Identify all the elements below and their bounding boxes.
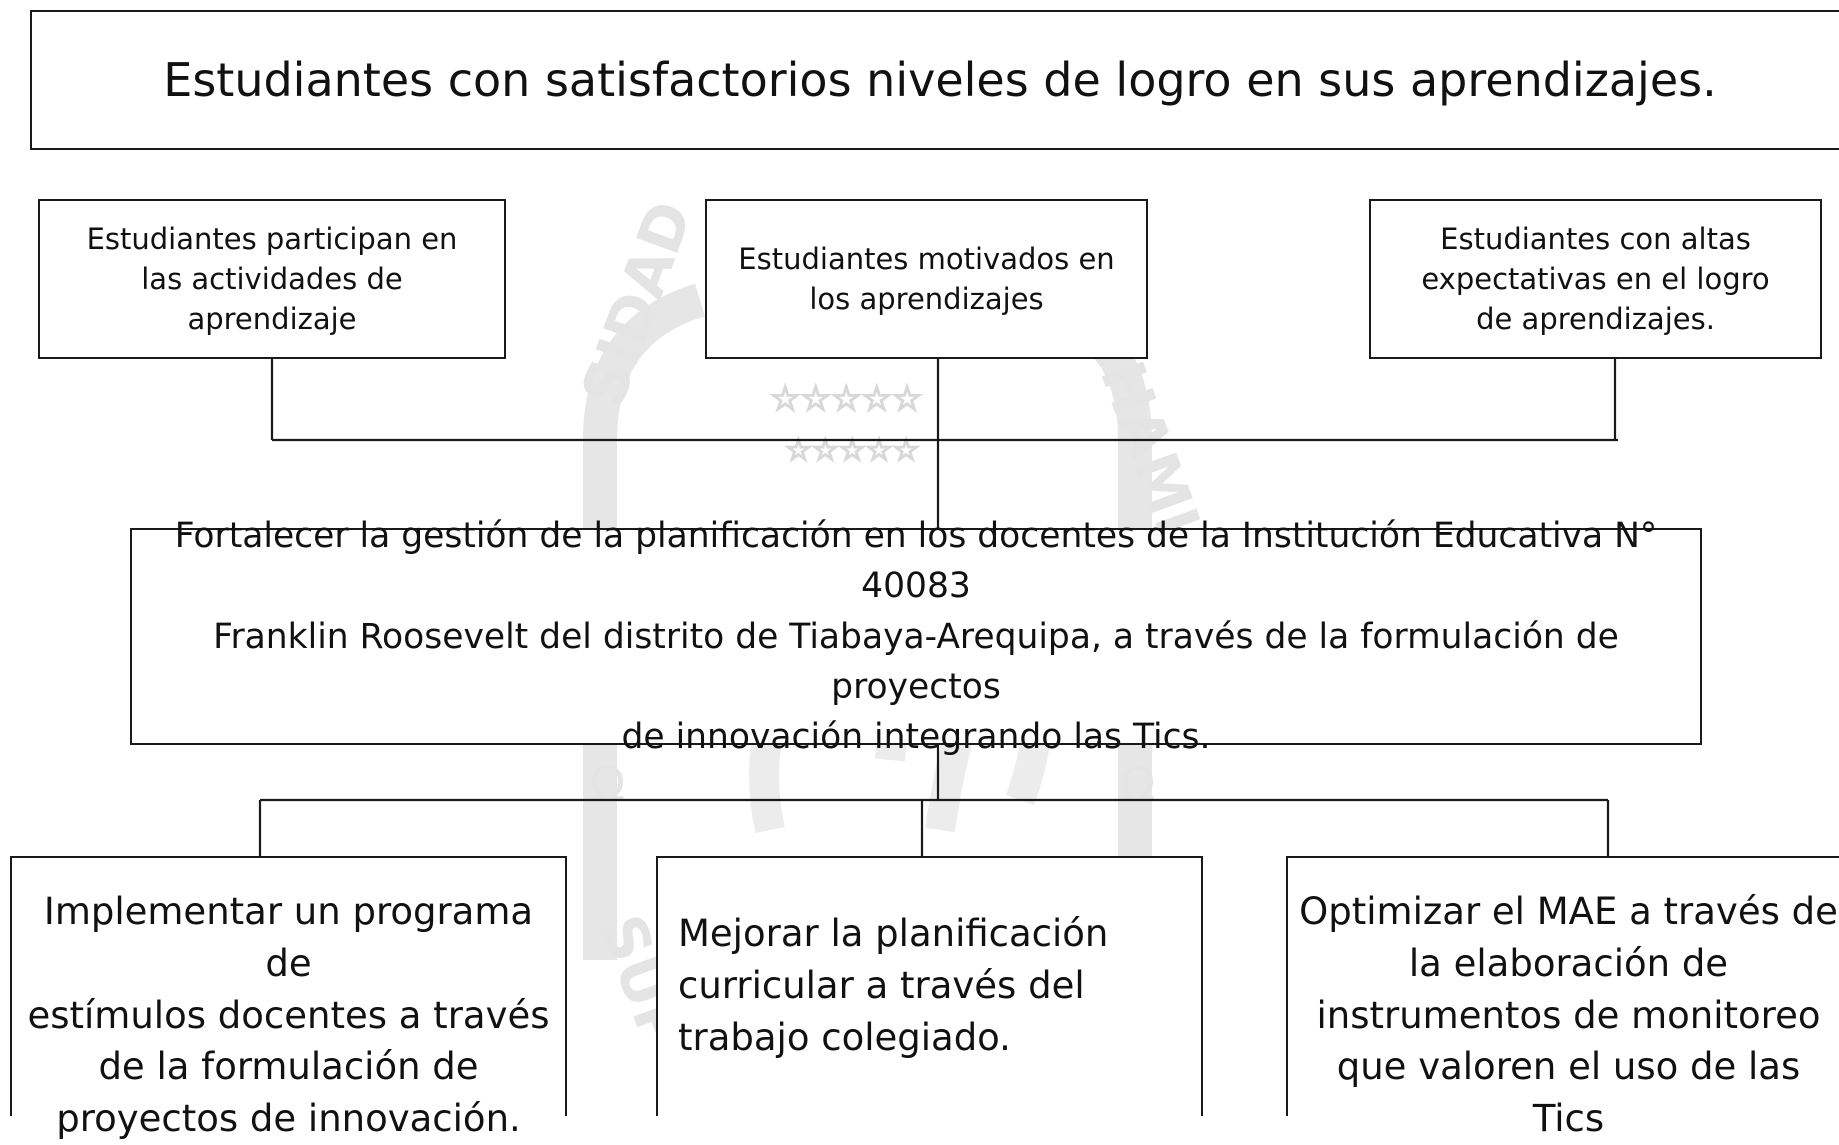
goal-box: Estudiantes con satisfactorios niveles d… — [30, 10, 1839, 150]
effect-text: Estudiantes motivados en los aprendizaje… — [738, 241, 1115, 316]
effect-box-expectations: Estudiantes con altas expectativas en el… — [1369, 199, 1822, 359]
cause-box-monitoring: Optimizar el MAE a través de la elaborac… — [1286, 856, 1839, 1140]
svg-text:Ω: Ω — [590, 757, 625, 811]
cause-text: Mejorar la planificación curricular a tr… — [678, 912, 1109, 1059]
cause-text: Implementar un programa de estímulos doc… — [27, 890, 550, 1141]
svg-text:☆☆☆☆☆: ☆☆☆☆☆ — [785, 433, 919, 468]
svg-text:Ω: Ω — [1120, 757, 1155, 811]
effect-box-participation: Estudiantes participan en las actividade… — [38, 199, 506, 359]
cause-box-incentives: Implementar un programa de estímulos doc… — [10, 856, 567, 1140]
effect-box-motivation: Estudiantes motivados en los aprendizaje… — [705, 199, 1148, 359]
cause-box-planning: Mejorar la planificación curricular a tr… — [656, 856, 1203, 1116]
central-objective-text: Fortalecer la gestión de la planificació… — [174, 516, 1658, 757]
effect-text: Estudiantes participan en las actividade… — [86, 221, 458, 336]
central-objective-box: Fortalecer la gestión de la planificació… — [130, 516, 1702, 757]
goal-text: Estudiantes con satisfactorios niveles d… — [163, 53, 1717, 107]
connector-lines — [258, 359, 1618, 856]
effect-text: Estudiantes con altas expectativas en el… — [1421, 221, 1770, 336]
cause-text: Optimizar el MAE a través de la elaborac… — [1299, 890, 1838, 1141]
svg-text:☆☆☆☆☆: ☆☆☆☆☆ — [770, 379, 922, 419]
